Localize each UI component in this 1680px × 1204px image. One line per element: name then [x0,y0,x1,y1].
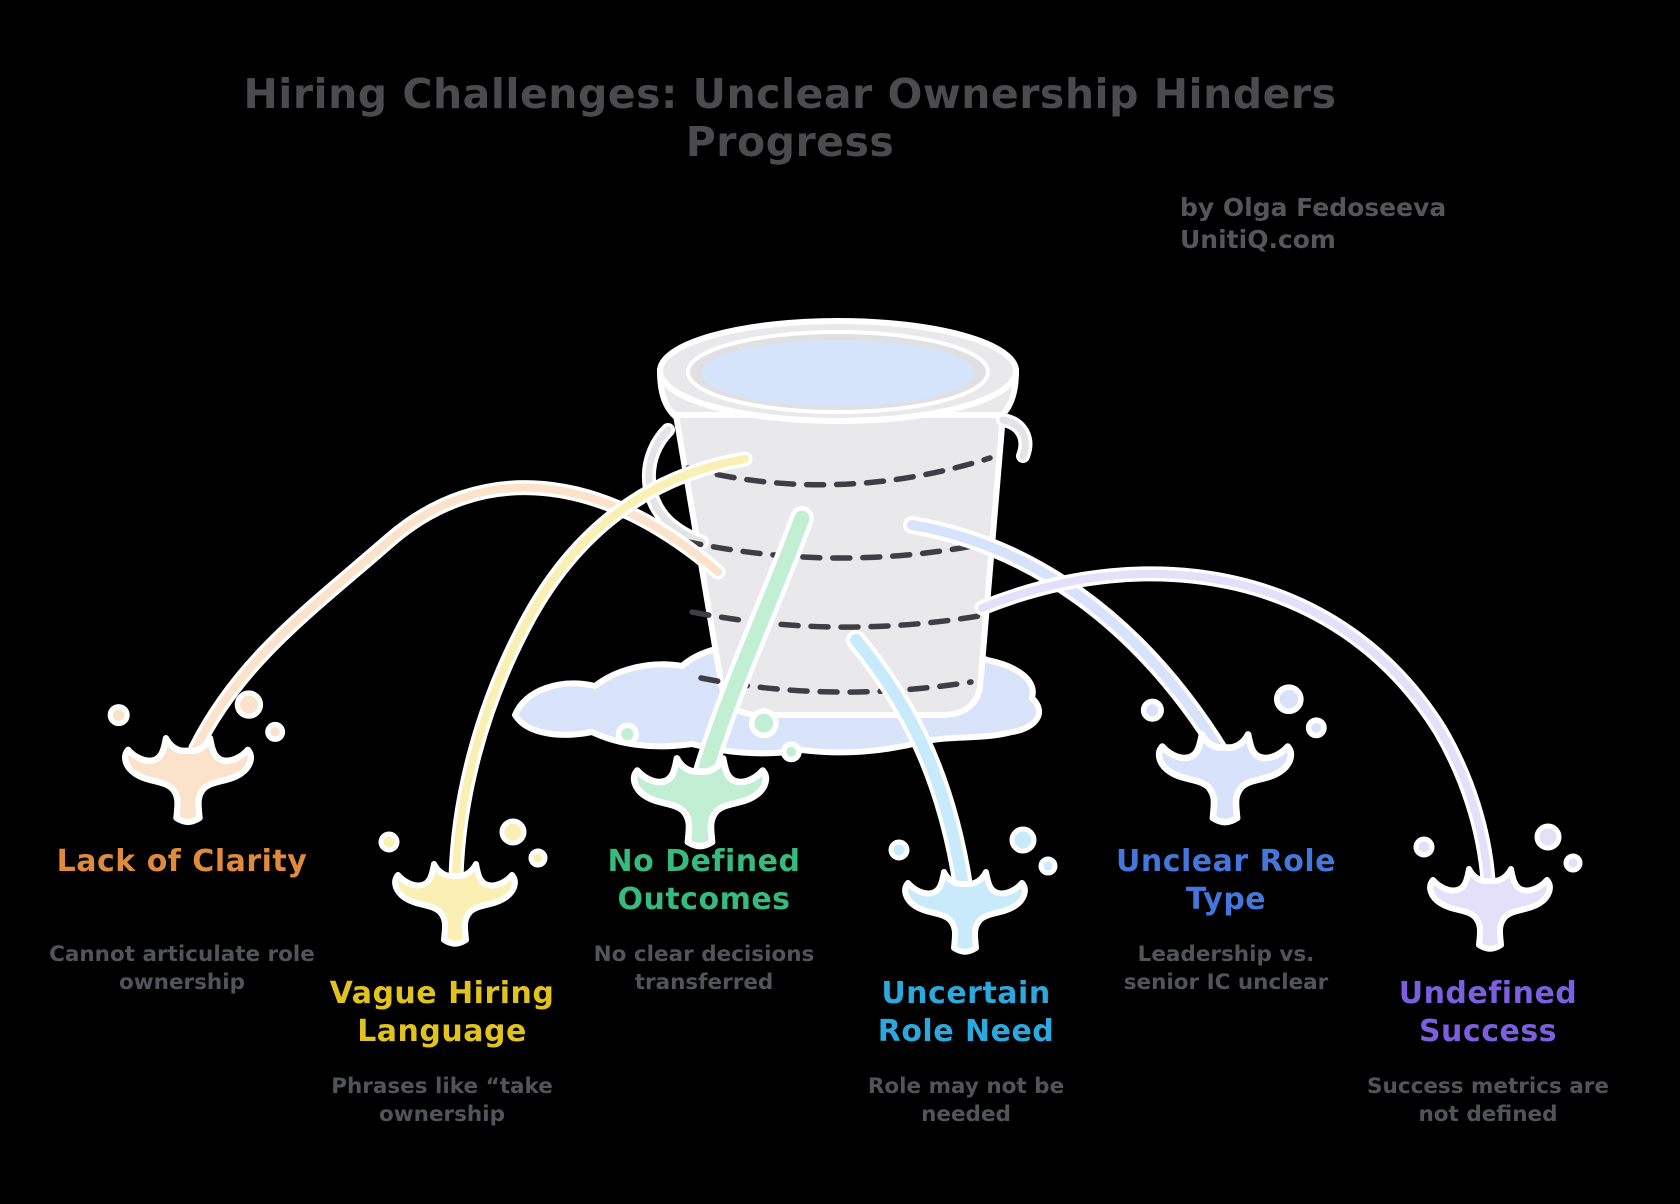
challenge-desc-undefined-success: Success metrics are not defined [1367,1074,1609,1127]
dash-line-2 [681,538,991,561]
splash-undefined-success [1416,826,1580,949]
bucket-handle-right [996,413,1033,463]
streams [188,451,1496,896]
stream-lack-of-clarity [192,483,722,752]
dash-line-1 [685,455,993,488]
challenge-desc-unclear-role-type: Leadership vs. senior IC unclear [1123,942,1329,995]
challenge-label-uncertain-role-need: Uncertain Role Need [877,976,1055,1049]
splash-unclear-role-type [1144,687,1324,822]
stream-undefined-success [978,569,1492,884]
stream-no-defined-outcomes [694,510,810,790]
challenge-label-undefined-success: Undefined Success [1398,976,1578,1049]
challenge-label-unclear-role-type: Unclear Role Type [1116,844,1336,917]
challenge-label-no-defined-outcomes: No Defined Outcomes [607,844,801,917]
challenge-desc-vague-hiring-language: Phrases like “take ownership [331,1074,553,1127]
splash-lack-of-clarity [110,693,282,822]
challenge-desc-lack-of-clarity: Cannot articulate role ownership [49,942,315,995]
water-icon [701,340,975,406]
challenge-label-vague-hiring-language: Vague Hiring Language [329,976,555,1049]
bucket-handle-left [641,423,709,549]
stream-uncertain-role-need [850,634,969,892]
page-title: Hiring Challenges: Unclear Ownership Hin… [243,70,1337,166]
attribution-author: by Olga Fedoseeva [1180,193,1447,222]
attribution-site: UnitiQ.com [1180,225,1336,254]
stream-unclear-role-type [907,520,1228,761]
challenge-desc-uncertain-role-need: Role may not be needed [867,1074,1065,1127]
dash-line-3 [689,609,982,630]
attribution: by Olga Fedoseeva UnitiQ.com [1180,192,1446,256]
challenge-desc-no-defined-outcomes: No clear decisions transferred [593,942,815,995]
stream-vague-hiring-language [452,455,749,882]
challenge-label-lack-of-clarity: Lack of Clarity [56,844,308,879]
splash-uncertain-role-need [891,829,1055,952]
